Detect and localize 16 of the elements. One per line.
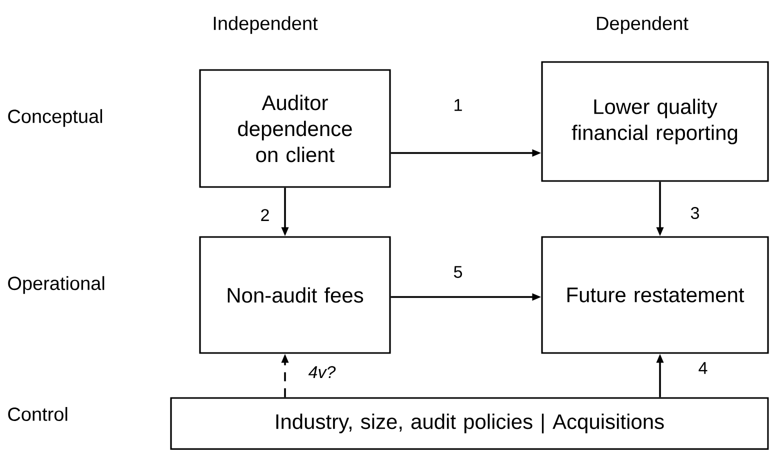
edge-label: 4v? (307, 365, 337, 379)
box: Auditor dependence on client (199, 69, 391, 188)
axis-label: Independent (214, 16, 318, 34)
box: Lower quality financial reporting (541, 61, 769, 182)
edge-label: 4 (697, 361, 709, 375)
box: Future restatement (541, 236, 769, 354)
edge-label: 5 (452, 265, 464, 279)
axis-label: Control (8, 407, 68, 421)
axis-label: Dependent (597, 16, 688, 34)
edge-label: 1 (452, 98, 464, 112)
edge-label: 3 (689, 206, 701, 220)
edge-label: 2 (259, 208, 271, 222)
axis-label: Operational (8, 276, 104, 294)
box: Industry, size, audit policies | Acquisitions (170, 397, 769, 450)
box: Non-audit fees (199, 236, 391, 354)
axis-label: Conceptual (8, 109, 102, 127)
